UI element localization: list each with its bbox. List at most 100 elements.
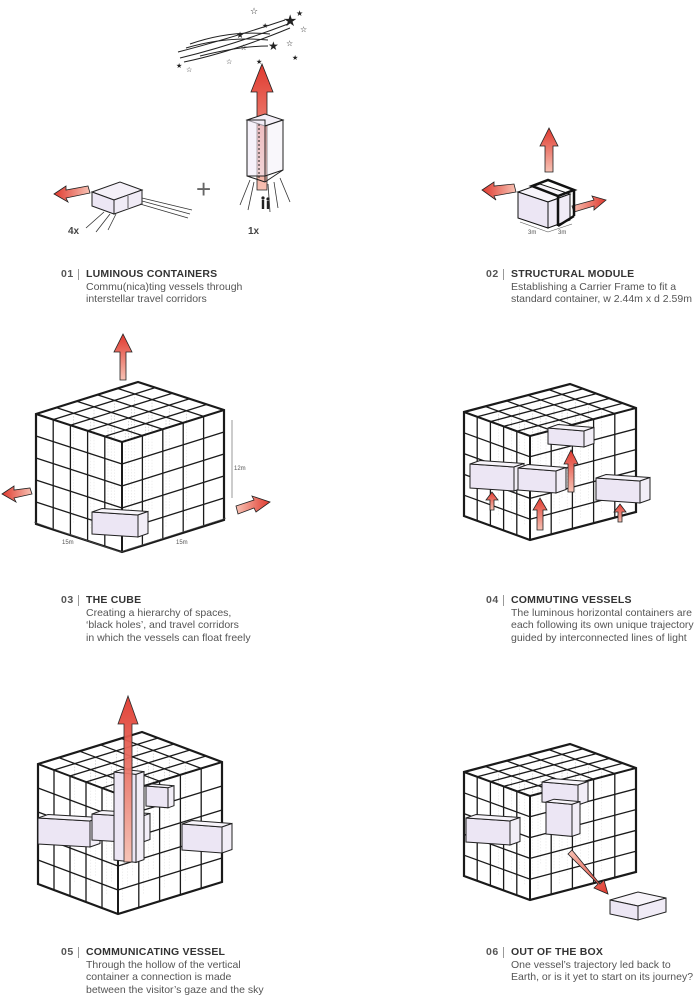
grid-line (503, 757, 610, 788)
grid-line (516, 402, 623, 432)
cube-outline (462, 382, 638, 542)
svg-text:☆: ☆ (226, 58, 232, 66)
plus-sign: + (196, 174, 212, 204)
cube-containers (91, 507, 149, 538)
caption-desc-line: standard container, w 2.44m x d 2.59m (511, 293, 692, 305)
grid-line (53, 737, 159, 771)
container-side (571, 800, 581, 838)
dimension-lines (519, 221, 573, 233)
left-arrow (481, 181, 517, 201)
grid-line (35, 435, 123, 465)
panel-02-illustration: 3m 3m (344, 0, 688, 260)
caption-separator (503, 269, 504, 280)
svg-text:★: ★ (176, 62, 182, 70)
caption-separator (503, 595, 504, 606)
luminous-containers-drawing: ★ ★ ★ ★ ☆ ☆ ☆ ☆ ★ ★ ☆ ☆ ★ ★ (53, 7, 307, 233)
grid-line (35, 413, 123, 443)
caption-desc-line: each following its own unique trajectory (511, 619, 694, 631)
dim-module-b: 3m (558, 230, 566, 236)
structural-module-drawing: 3m 3m (481, 127, 607, 236)
svg-text:★: ★ (236, 31, 244, 41)
caption-number: 02 (486, 268, 499, 280)
grid-line (463, 411, 531, 437)
grid-line (104, 403, 207, 438)
carrier-frame (516, 178, 578, 229)
panel-06-illustration (430, 730, 688, 940)
grid-line (120, 737, 202, 770)
caption-number: 03 (61, 594, 74, 606)
grid-line (503, 397, 610, 428)
svg-text:☆: ☆ (286, 39, 293, 48)
container-box (465, 817, 511, 846)
caption-title: COMMUNICATING VESSEL (86, 946, 226, 958)
container-box (595, 477, 641, 504)
svg-text:☆: ☆ (240, 43, 247, 52)
caption-desc-line: Creating a hierarchy of spaces, (86, 606, 232, 619)
grid-line (548, 388, 616, 415)
svg-text:★: ★ (292, 54, 298, 62)
cube-containers (465, 777, 589, 846)
caption-title: THE CUBE (86, 594, 142, 606)
cube-containers (469, 423, 651, 504)
container-box (517, 467, 557, 494)
grid-line (96, 394, 184, 424)
grid-line (121, 453, 225, 487)
container-box (37, 817, 91, 848)
caption-number: 05 (61, 946, 74, 958)
the-cube-drawing: 12m 15m 15m (1, 333, 271, 554)
up-arrow (113, 333, 133, 381)
svg-text:★: ★ (256, 58, 262, 66)
panel-03-illustration: 12m 15m 15m (0, 330, 344, 590)
grid-line (56, 406, 143, 437)
svg-text:☆: ☆ (300, 25, 307, 34)
grid-line (69, 743, 175, 777)
out-of-the-box-drawing (462, 742, 667, 921)
grid-line (87, 398, 190, 432)
people-figures (261, 196, 270, 209)
grid-line (121, 409, 225, 443)
grid-line (100, 744, 181, 776)
grid-line (506, 400, 573, 426)
grid-line (35, 457, 123, 487)
caption-title: COMMUTING VESSELS (511, 594, 632, 606)
panel-01-illustration: ★ ★ ★ ★ ☆ ☆ ☆ ☆ ★ ★ ☆ ☆ ★ ★ (0, 0, 344, 260)
grid-line (85, 749, 191, 783)
communicating-vessel-drawing (36, 694, 233, 916)
caption-02: 02 STRUCTURAL MODULE Establishing a Carr… (486, 268, 696, 306)
caption-number: 01 (61, 268, 74, 280)
grid-line (121, 475, 225, 509)
dim-module-a: 3m (528, 230, 536, 236)
grid-line (117, 857, 223, 891)
caption-number: 04 (486, 594, 499, 606)
grid-line (490, 752, 597, 783)
vertical-container (245, 113, 285, 183)
cube-outline (36, 730, 224, 916)
rising-arrows (485, 449, 627, 531)
grid-line (121, 431, 225, 465)
grid-line (37, 763, 119, 795)
caption-desc-line: Through the hollow of the vertical (86, 958, 241, 971)
container-side (639, 476, 651, 504)
caption-separator (78, 947, 79, 958)
caption-desc-line: Establishing a Carrier Frame to fit a (511, 280, 677, 293)
dim-cube-height: 12m (234, 466, 246, 472)
grid-line (548, 748, 616, 775)
horizontal-trails (85, 197, 193, 233)
grid-line (527, 394, 594, 420)
svg-text:☆: ☆ (186, 66, 192, 74)
caption-title: STRUCTURAL MODULE (511, 268, 635, 280)
svg-text:★: ★ (268, 39, 279, 53)
grid-line (490, 392, 597, 423)
caption-03: 03 THE CUBE Creating a hierarchy of spac… (61, 594, 301, 644)
panel-05-illustration (0, 690, 344, 940)
container-box (545, 801, 573, 837)
caption-desc-line: between the visitor’s gaze and the sky (86, 983, 264, 996)
diagonal-arrow (567, 849, 609, 895)
grid-line (463, 792, 531, 818)
caption-desc-line: ‘black holes’, and travel corridors (86, 619, 239, 631)
caption-desc-line: in which the vessels can float freely (86, 631, 251, 644)
container-side (135, 770, 145, 864)
svg-text:★: ★ (296, 9, 303, 18)
multiplier-vertical: 1x (248, 226, 260, 237)
grid-line (463, 854, 531, 880)
